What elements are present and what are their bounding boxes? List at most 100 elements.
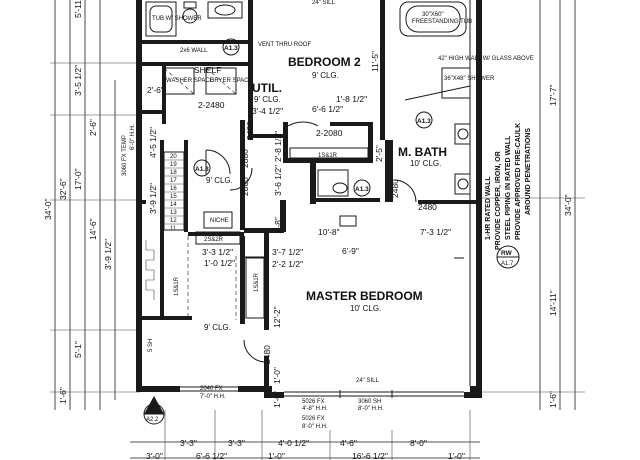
dim-inner-8: 3'-9 1/2" (148, 183, 158, 214)
stair-walls (142, 120, 269, 386)
window-5026a-label: 5026 FX (302, 399, 325, 405)
door-swings-left: A1.3 (193, 149, 267, 363)
stair-18: 18 (170, 170, 177, 176)
dim-bottom-4: 4'-6" (340, 438, 357, 448)
dim-inner-7: 4'-5 1/2" (148, 127, 158, 158)
stair-13: 13 (170, 210, 177, 216)
dim-left-10: 3'-9 1/2" (103, 239, 113, 270)
dim-inner-6: 2'-5" (374, 145, 384, 162)
shelf-label: SHELF (194, 65, 221, 75)
window-3060-hh: 8'-0" H.H. (358, 406, 384, 412)
fx-temp-hh: 6'-0" H.H. (130, 124, 136, 150)
dim-inner-5: 2'-8 1/2" (273, 131, 283, 162)
tub-label: TUB W/ SHOWER (152, 16, 202, 22)
shelf-1s1r-a: 1S&1R (318, 153, 338, 159)
section-letter: A (150, 406, 155, 413)
note-line4: PROVIDE APPROVED FIRE-CAULK (515, 123, 522, 240)
vent-area: A1.3 VENT THRU ROOF (222, 38, 311, 56)
door-2880-a: 2880 (240, 149, 250, 168)
stair-16: 16 (170, 186, 177, 192)
rw-ref: A1.7 (501, 261, 514, 267)
door-2480-c: 2480 (418, 202, 437, 212)
dim-inner-1: 2'-6" (147, 85, 164, 95)
fire-rated-note: 1-HR RATED WALL PROVIDE COPPER, IRON, OR… (485, 123, 532, 250)
rw-label: RW (501, 250, 513, 257)
master-bath: 30"X60" FREESTANDING TUB 36"X48" SHOWER … (310, 1, 534, 204)
dim-inner-20: 1'-6" (272, 391, 282, 408)
dim-bottom-9: 16'-6 1/2" (352, 451, 388, 460)
dim-inner-17: 6'-9" (342, 246, 359, 256)
util-name: UTIL. (252, 81, 282, 95)
door-labels: 2-2080 2480 2880 2880 2480 2480 2480 204… (200, 121, 437, 430)
tag-a13-right: A1.3 (417, 118, 431, 125)
window-2040 (180, 386, 238, 392)
dim-inner-2: 3'-4 1/2" (252, 106, 283, 116)
dim-inner-12: 7'-3 1/2" (420, 227, 451, 237)
dim-inner-14: 1'-0 1/2" (204, 258, 235, 268)
dim-left-5: 14'-6" (88, 218, 98, 240)
stair-12: 12 (170, 218, 177, 224)
door-2880-b: 2880 (240, 177, 250, 196)
washer-label: WASHER SPACE (166, 78, 214, 84)
stair-17: 17 (170, 178, 177, 184)
wall-2x6-label: 2x6 WALL (180, 48, 208, 54)
bottom-dim-text: 3'-3" 3'-3" 4'-0 1/2" 4'-6" 8'-0" 3'-0" … (146, 438, 465, 460)
stair-15: 15 (170, 194, 177, 200)
dim-bottom-8: 1'-0" (268, 451, 285, 460)
mbath-name: M. BATH (398, 145, 447, 159)
tub-size: 30"X60" (422, 12, 444, 18)
hall-bath: TUB W/ SHOWER 2x6 WALL (142, 0, 253, 140)
shelf-2s2r: 2S&2R (204, 237, 224, 243)
bedroom-2: BEDROOM 2 9' CLG. 24" SILL (253, 0, 385, 163)
niche-label: NICHE (210, 218, 229, 224)
dim-left-3: 2'-6" (88, 119, 98, 136)
bottom-dimension-lines (130, 410, 480, 460)
dim-left-2: 3'-5 1/2" (73, 65, 83, 96)
section-ref: A2.2 (146, 417, 159, 423)
dim-inner-15: 3'-7 1/2" (272, 247, 303, 257)
window-5026a-hh: 4'-8" H.H. (302, 406, 328, 412)
door-2-2080: 2-2080 (316, 128, 343, 138)
shelf-5sh-a: 5 SH (148, 339, 154, 352)
right-dimension-lines (480, 0, 585, 410)
tag-a13-bath: A1.3 (355, 186, 369, 193)
dryer-label: DRYER SPACE (210, 78, 252, 84)
bedroom2-name: BEDROOM 2 (288, 55, 361, 69)
dim-right-1: 11'-5" (370, 51, 380, 72)
stair-clg: 9' CLG. (206, 176, 233, 185)
tag-a13-stair: A1.3 (195, 166, 209, 173)
note-line2: PROVIDE COPPER, IRON, OR (495, 151, 502, 250)
stair-19: 19 (170, 162, 177, 168)
dim-inner-16: 2'-2 1/2" (272, 259, 303, 269)
dim-inner-9: 3'-6 1/2" (273, 165, 283, 196)
right-dim-text: 11'-5" 17'-7" 34'-0" 14'-11" 1'-6" (370, 51, 573, 408)
dim-inner-4: 1'-8 1/2" (336, 94, 367, 104)
dim-bottom-6: 3'-0" (146, 451, 163, 460)
dim-bottom-2: 3'-3" (228, 438, 245, 448)
dim-bottom-1: 3'-3" (180, 438, 197, 448)
window-5026b-label: 5026 FX (302, 416, 325, 422)
dim-right-4: 34'-0" (563, 194, 573, 216)
dim-inner-13: 3'-3 1/2" (202, 247, 233, 257)
dim-bottom-7: 6'-6 1/2" (196, 451, 227, 460)
dim-left-7: 34'-0" (43, 198, 53, 220)
dim-left-8: 5'-1" (73, 341, 83, 358)
stair: 20 19 18 17 16 15 14 13 12 11 (145, 151, 185, 300)
dim-bottom-5: 8'-0" (410, 438, 427, 448)
inner-dim-text: 2'-6" 3'-4 1/2" 6'-6 1/2" 1'-8 1/2" 2'-8… (147, 85, 451, 408)
left-dimension-lines (50, 0, 140, 410)
note-line3: STEEL PIPING IN RATED WALL (505, 135, 512, 240)
shower-label: 36"X48" SHOWER (444, 76, 495, 82)
bedroom2-clg: 9' CLG. (312, 71, 339, 80)
util-room: UTIL. 9' CLG. (252, 81, 282, 104)
shelf-1s1r-b: 1S&1R (254, 272, 260, 292)
dim-inner-19: 1'-0" (272, 367, 282, 384)
door-2480-b: 2480 (390, 179, 400, 198)
rw-tag: RW A1.7 (496, 245, 520, 269)
dim-left-9: 1'-6" (58, 387, 68, 404)
glass-note: 42" HIGH WALL W/ GLASS ABOVE (438, 56, 534, 62)
mbath-clg: 10' CLG. (410, 159, 441, 168)
master-name: MASTER BEDROOM (306, 289, 423, 303)
dim-bottom-10: 1'-0" (448, 451, 465, 460)
